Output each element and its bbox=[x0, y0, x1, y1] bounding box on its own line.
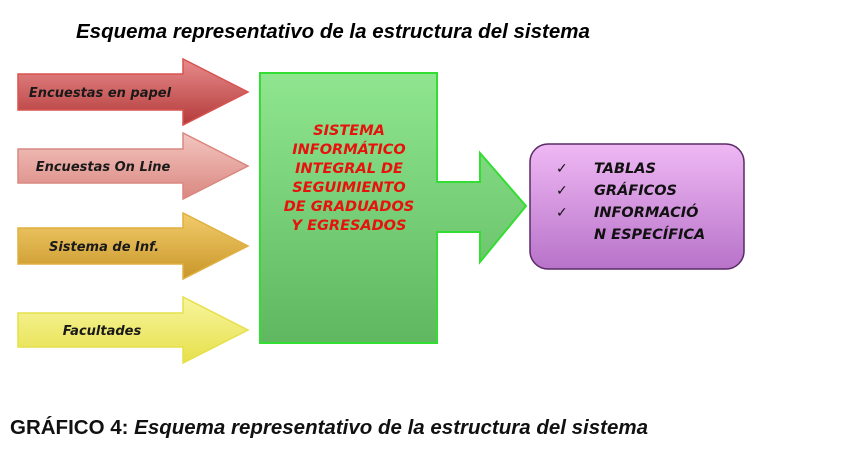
input-arrow-sistema-inf: Sistema de Inf. bbox=[17, 211, 250, 281]
caption-text: Esquema representativo de la estructura … bbox=[134, 416, 649, 439]
output-item-label: N ESPECÍFICA bbox=[594, 227, 706, 243]
input-arrow-encuestas-online: Encuestas On Line bbox=[17, 131, 250, 201]
center-line: INFORMÁTICO bbox=[292, 142, 406, 158]
output-item: ✓ INFORMACIÓ bbox=[556, 202, 724, 224]
check-icon: ✓ bbox=[556, 205, 568, 221]
center-line: SISTEMA bbox=[313, 123, 385, 139]
output-item: ✓ GRÁFICOS bbox=[556, 180, 724, 202]
input-label: Sistema de Inf. bbox=[49, 240, 159, 255]
center-line: Y EGRESADOS bbox=[291, 218, 407, 234]
output-item-label: GRÁFICOS bbox=[594, 183, 677, 199]
central-system-arrow bbox=[259, 72, 528, 344]
input-label: Encuestas On Line bbox=[36, 160, 171, 175]
figure-caption: GRÁFICO 4: Esquema representativo de la … bbox=[10, 416, 648, 440]
center-line: DE GRADUADOS bbox=[283, 199, 415, 215]
diagram-title: Esquema representativo de la estructura … bbox=[76, 20, 590, 43]
output-item: ✓ TABLAS bbox=[556, 158, 724, 180]
caption-prefix: GRÁFICO 4: bbox=[10, 416, 129, 439]
center-line: INTEGRAL DE bbox=[295, 161, 403, 177]
output-item-label: INFORMACIÓ bbox=[594, 205, 699, 221]
check-icon: ✓ bbox=[556, 161, 568, 177]
output-box bbox=[529, 143, 745, 270]
input-arrow-encuestas-papel: Encuestas en papel bbox=[17, 57, 250, 127]
output-item-continuation: N ESPECÍFICA bbox=[556, 224, 724, 246]
input-label: Encuestas en papel bbox=[29, 86, 172, 101]
output-item-label: TABLAS bbox=[594, 161, 656, 177]
center-line: SEGUIMIENTO bbox=[292, 180, 406, 196]
input-arrow-facultades: Facultades bbox=[17, 295, 250, 365]
input-label: Facultades bbox=[63, 324, 142, 339]
central-system-label: SISTEMA INFORMÁTICO INTEGRAL DE SEGUIMIE… bbox=[262, 122, 436, 236]
check-icon: ✓ bbox=[556, 183, 568, 199]
output-list: ✓ TABLAS ✓ GRÁFICOS ✓ INFORMACIÓ N ESPEC… bbox=[556, 158, 724, 246]
